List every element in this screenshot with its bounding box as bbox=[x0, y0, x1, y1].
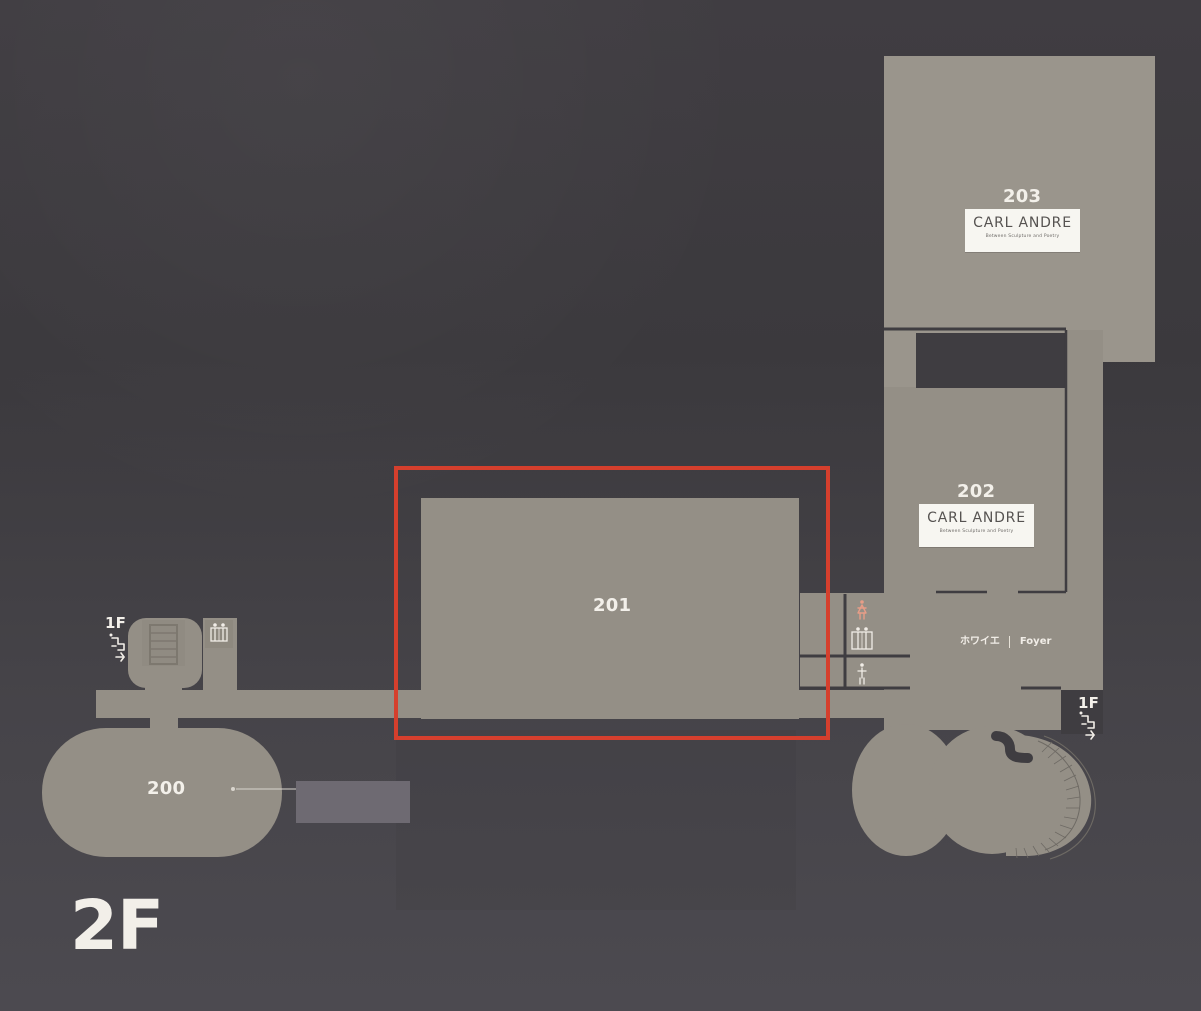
floor-label: 2F bbox=[70, 886, 164, 966]
left-stairs-floor-label: 1F bbox=[105, 614, 127, 632]
right-stair-hall-left bbox=[852, 724, 960, 856]
man-icon bbox=[857, 663, 867, 685]
room-label-203: 203 bbox=[1003, 186, 1042, 207]
restroom-icon bbox=[851, 627, 873, 650]
exhibition-subtitle-203: Between Sculpture and Poetry bbox=[985, 234, 1060, 240]
room-200-legend-box bbox=[296, 781, 410, 823]
exhibition-title-202: CARL ANDRE bbox=[927, 510, 1026, 526]
stair-arc-2 bbox=[1037, 740, 1081, 851]
left-stair-connector bbox=[145, 676, 182, 694]
exhibition-title-203: CARL ANDRE bbox=[973, 215, 1072, 231]
room-label-202: 202 bbox=[957, 481, 996, 502]
stairs-icon bbox=[1079, 711, 1095, 740]
east-wing-void bbox=[916, 333, 1065, 388]
foyer-en-label: Foyer bbox=[1019, 636, 1052, 647]
foyer-jp-label: ホワイエ bbox=[960, 636, 1000, 647]
room-label-200: 200 bbox=[147, 778, 186, 799]
exhibition-sign-202: CARL ANDRE Between Sculpture and Poetry bbox=[919, 504, 1034, 547]
foyer-label: ホワイエ Foyer bbox=[960, 632, 1052, 648]
restroom-icon bbox=[205, 620, 233, 648]
left-stair-outline bbox=[149, 624, 178, 665]
highlight-frame-201 bbox=[394, 466, 830, 740]
exhibition-sign-203: CARL ANDRE Between Sculpture and Poetry bbox=[965, 209, 1080, 252]
room-200-leader-dot bbox=[231, 787, 235, 791]
stair-treads bbox=[1015, 741, 1081, 859]
foyer-lower bbox=[884, 690, 1061, 730]
room-label-201: 201 bbox=[593, 595, 632, 616]
stair-arc-1 bbox=[1043, 735, 1096, 860]
stairs-icon bbox=[109, 633, 125, 662]
room-200-connector bbox=[150, 713, 178, 735]
exhibition-subtitle-202: Between Sculpture and Poetry bbox=[939, 529, 1014, 535]
background-shadow bbox=[396, 730, 796, 910]
right-stairs-floor-label: 1F bbox=[1078, 694, 1100, 712]
room-201 bbox=[421, 498, 799, 719]
woman-icon bbox=[857, 600, 867, 620]
foyer-area bbox=[884, 588, 1103, 692]
right-stair-cutout bbox=[991, 731, 1033, 763]
room-200 bbox=[42, 728, 282, 857]
restroom-block bbox=[800, 593, 910, 688]
right-stair-outer-shape bbox=[1006, 735, 1092, 857]
foyer-separator bbox=[1009, 635, 1011, 648]
